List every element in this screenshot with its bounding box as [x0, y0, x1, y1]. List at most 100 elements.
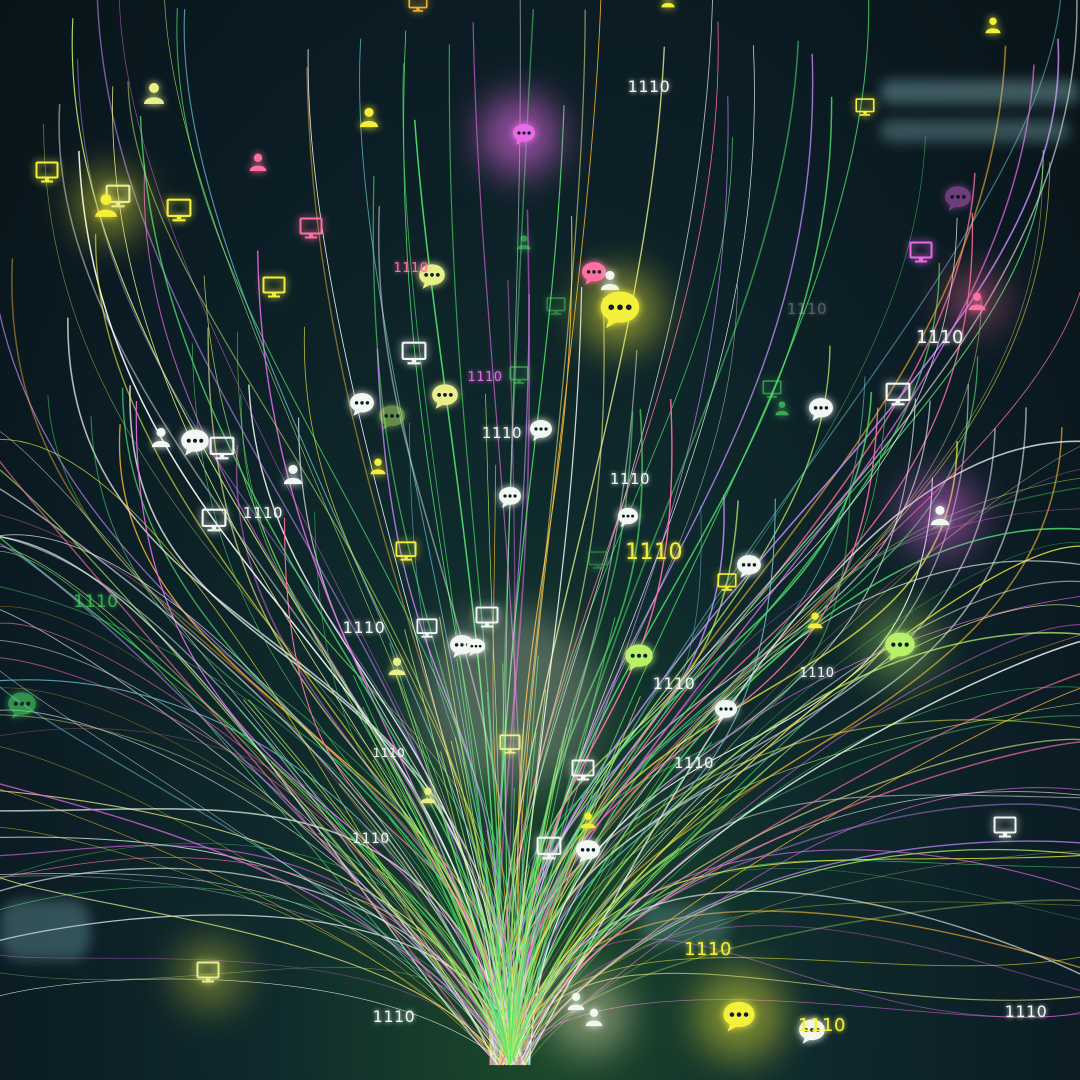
connection-line — [498, 441, 958, 1066]
connection-line — [237, 331, 523, 1066]
chat-bubble-icon — [512, 122, 536, 146]
connection-line — [517, 542, 1080, 1066]
connection-line — [207, 327, 513, 1066]
connection-line — [377, 206, 530, 1066]
person-icon — [579, 811, 597, 829]
connection-line — [490, 46, 666, 1066]
binary-code-label: 1110 — [916, 327, 964, 349]
connection-line — [511, 560, 1080, 1066]
connection-line — [490, 290, 1080, 1066]
person-icon — [806, 611, 824, 629]
connection-line — [129, 385, 504, 1066]
binary-code-label: 1110 — [609, 470, 651, 488]
connection-line — [509, 741, 713, 1066]
connection-line — [0, 842, 510, 1066]
connection-line — [456, 658, 511, 1066]
binary-code-label: 1110 — [625, 539, 683, 565]
connection-line — [491, 345, 831, 1066]
monitor-icon — [909, 240, 933, 264]
connection-line — [0, 827, 504, 1066]
monitor-icon — [762, 379, 782, 399]
connection-line — [0, 790, 507, 1066]
person-icon — [387, 656, 407, 676]
monitor-icon — [299, 216, 323, 240]
connection-line — [183, 9, 522, 1066]
connection-line — [508, 0, 1061, 1066]
connection-line — [508, 164, 1043, 1066]
monitor-icon — [546, 296, 566, 316]
connection-line — [127, 81, 510, 1066]
person-icon — [660, 0, 676, 8]
connection-line — [506, 604, 1080, 1066]
connection-line — [528, 477, 934, 1066]
connection-line — [509, 799, 719, 1066]
chat-bubble-icon — [944, 184, 972, 212]
connection-line — [119, 0, 529, 1066]
binary-code-label: 1110 — [372, 745, 406, 760]
connection-line — [71, 18, 509, 1066]
chat-bubble-icon — [714, 698, 738, 722]
person-icon — [150, 426, 172, 448]
chat-bubble-icon — [529, 418, 553, 442]
connection-line — [409, 780, 511, 1066]
connection-line — [511, 398, 673, 1066]
connection-line — [511, 446, 1080, 1066]
connection-line — [493, 391, 873, 1066]
connection-line — [425, 858, 511, 1066]
connection-line — [509, 686, 1080, 1066]
binary-code-label: 1110 — [73, 591, 119, 612]
person-icon — [93, 192, 119, 218]
chat-bubble-icon — [466, 637, 486, 657]
binary-code-label: 1110 — [627, 77, 671, 97]
connection-line — [0, 439, 503, 1066]
chat-bubble-icon — [722, 999, 756, 1033]
connection-line — [58, 104, 519, 1066]
connection-line — [90, 416, 516, 1066]
connection-line — [0, 670, 504, 1066]
connection-line — [317, 832, 511, 1066]
monitor-icon — [499, 733, 521, 755]
connection-line — [11, 258, 508, 1066]
connection-line — [0, 966, 509, 1066]
connection-line — [0, 872, 499, 1066]
monitor-icon — [717, 572, 737, 592]
chat-bubble-icon — [575, 838, 601, 864]
connection-line — [0, 877, 503, 1066]
monitor-icon — [209, 435, 235, 461]
connection-line — [509, 722, 525, 1066]
monitor-icon — [408, 0, 428, 13]
connection-line — [509, 727, 567, 1066]
connection-line — [0, 551, 511, 1066]
person-icon — [566, 991, 586, 1011]
monitor-icon — [475, 605, 499, 629]
person-icon — [584, 1007, 604, 1027]
person-icon — [419, 786, 437, 804]
chat-bubble-icon — [431, 382, 459, 410]
connection-line — [490, 209, 531, 1066]
binary-code-label: 1110 — [467, 370, 503, 386]
connection-line — [509, 863, 585, 1066]
monitor-icon — [401, 340, 427, 366]
connection-line — [522, 794, 1080, 1066]
connection-line — [509, 906, 660, 1066]
chat-bubble-icon — [599, 288, 641, 330]
monitor-icon — [509, 365, 529, 385]
connection-line — [527, 136, 926, 1066]
chat-bubble-icon — [180, 427, 210, 457]
connection-line — [498, 956, 1080, 1066]
chat-bubble-icon — [418, 262, 446, 290]
connection-line — [523, 440, 1080, 1066]
connection-line — [525, 53, 814, 1066]
connection-line — [271, 762, 511, 1066]
binary-code-label: 1110 — [799, 666, 835, 682]
connection-line — [515, 478, 1080, 1066]
connection-line — [240, 394, 524, 1066]
connection-line — [517, 216, 573, 1066]
connection-line — [517, 791, 1080, 1066]
binary-code-label: 1110 — [372, 1007, 416, 1027]
binary-code-label: 1110 — [673, 754, 715, 772]
chat-bubble-icon — [624, 642, 654, 672]
connection-line — [509, 742, 797, 1066]
monitor-icon — [395, 540, 417, 562]
